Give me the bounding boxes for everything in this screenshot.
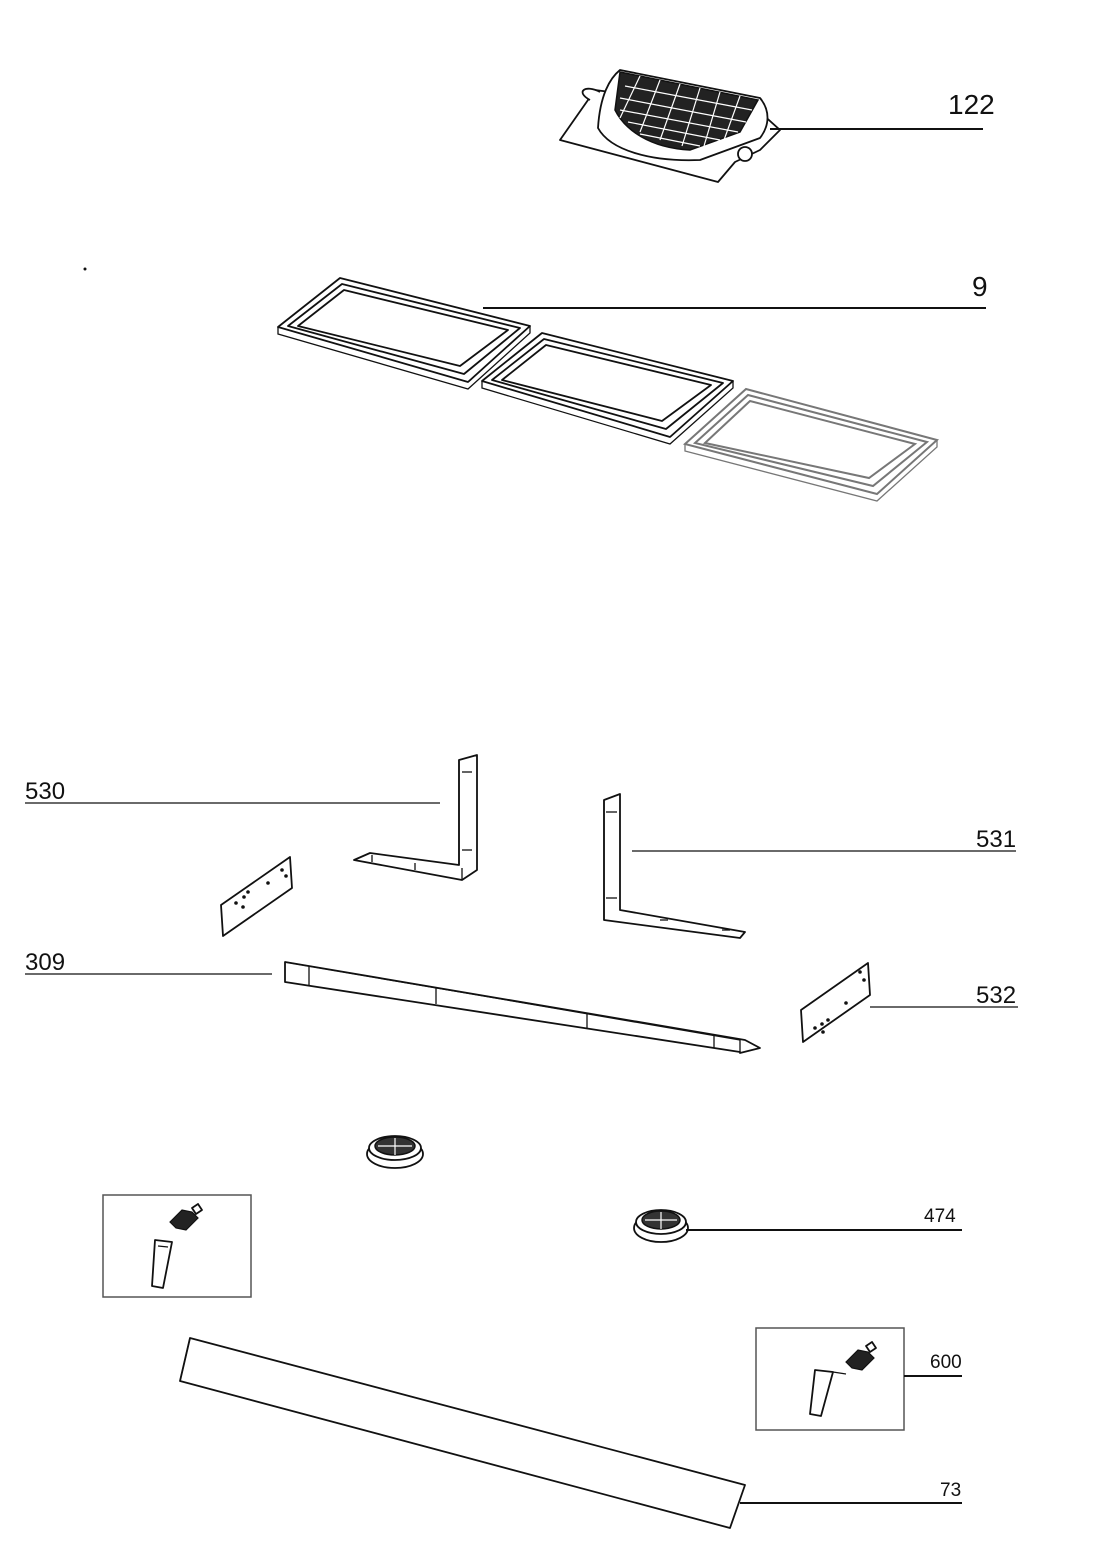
label-474: 474 (924, 1206, 956, 1227)
label-530: 530 (25, 778, 65, 805)
part-9-grease-filters (277, 277, 940, 502)
part-530-left-bracket (353, 754, 478, 881)
label-600: 600 (930, 1352, 962, 1373)
grease-filter-1 (277, 277, 531, 390)
label-9: 9 (972, 271, 988, 302)
part-531-right-bracket (603, 793, 746, 939)
round-knob-upper (366, 1135, 424, 1169)
part-73-front-panel (179, 1337, 746, 1529)
label-122: 122 (948, 89, 995, 120)
mounting-plate-left (220, 856, 293, 937)
grease-filter-3 (682, 387, 940, 502)
part-309-front-rail (284, 961, 761, 1054)
part-122-carbon-filter (559, 69, 781, 183)
grease-filter-2 (481, 332, 734, 445)
label-73: 73 (940, 1480, 961, 1501)
label-309: 309 (25, 949, 65, 976)
hardware-detail-box-left (102, 1194, 252, 1298)
part-532-mounting-plate-right (800, 962, 871, 1043)
label-531: 531 (976, 826, 1016, 853)
part-600-hardware-detail-box (755, 1327, 905, 1431)
part-474-round-knob (633, 1209, 689, 1243)
label-532: 532 (976, 982, 1016, 1009)
